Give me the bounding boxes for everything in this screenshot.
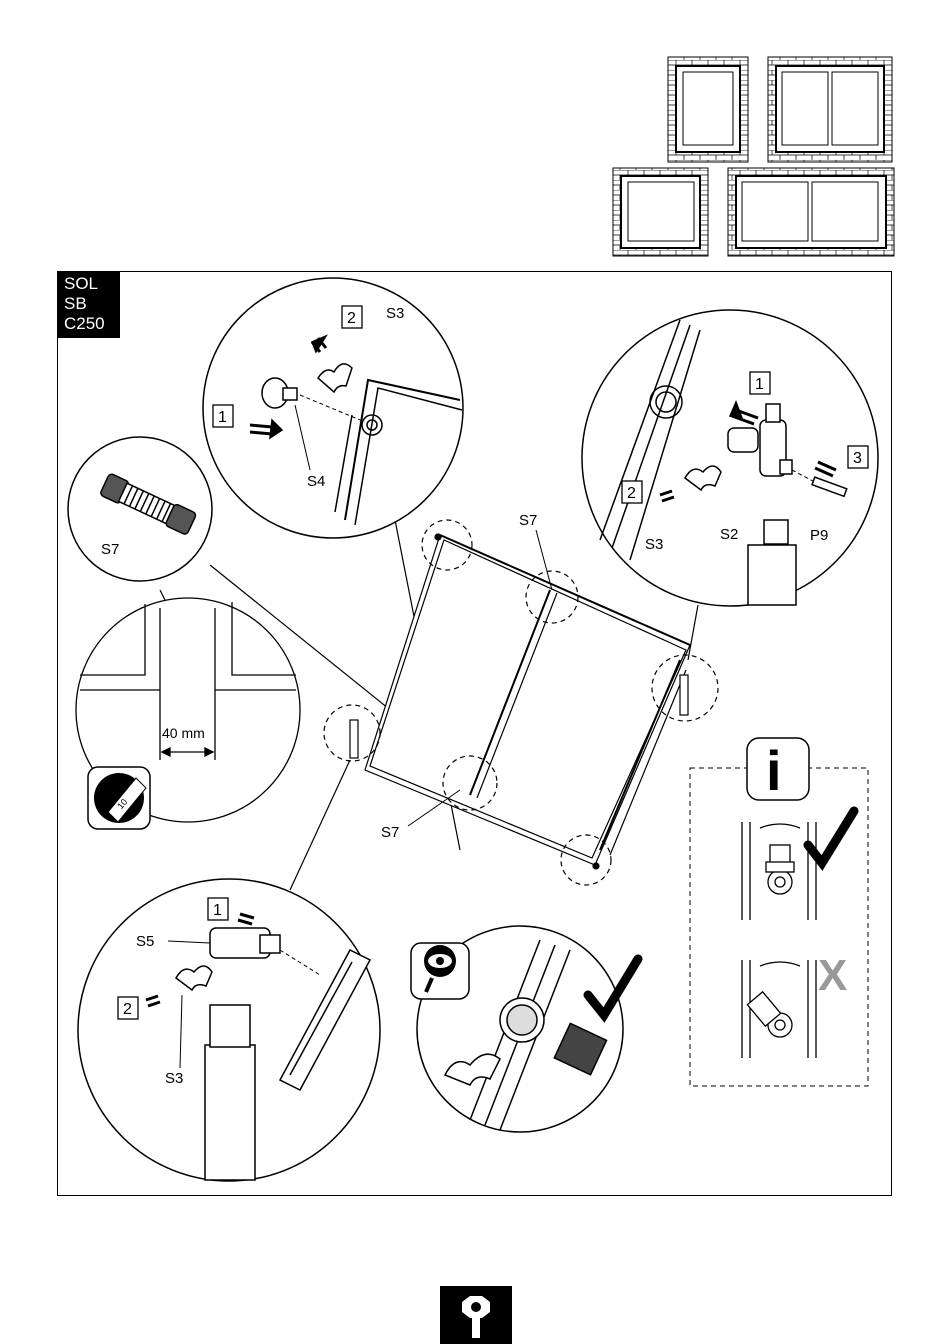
label-p9: P9 — [810, 527, 828, 544]
wrong-example — [742, 960, 816, 1058]
label-s5: S5 — [136, 933, 154, 950]
step-top-1: 1 — [218, 409, 227, 426]
correct-example — [742, 822, 818, 920]
ruler-icon: 10 — [88, 767, 150, 829]
detail-circle-s5 — [78, 879, 380, 1181]
label-s7-coupler: S7 — [101, 541, 119, 558]
collector-field — [350, 534, 690, 869]
step-right-3: 3 — [853, 450, 862, 467]
layout-2-landscape — [728, 168, 894, 256]
detail-circle-s4 — [203, 278, 463, 538]
label-s2: S2 — [720, 526, 738, 543]
label-s3-top: S3 — [386, 305, 404, 322]
step-right-2: 2 — [627, 485, 636, 502]
step-bottom-1: 1 — [213, 902, 222, 919]
label-s7-top: S7 — [519, 512, 537, 529]
info-icon: i — [747, 738, 809, 802]
info-glyph: i — [766, 739, 782, 802]
step-right-1: 1 — [755, 376, 764, 393]
wrench-icon — [440, 1286, 512, 1344]
inspect-eye-icon — [411, 943, 469, 999]
detail-circle-s7 — [68, 437, 212, 581]
label-spacing: 40 mm — [162, 725, 205, 741]
info-panel — [690, 768, 868, 1086]
step-bottom-2: 2 — [123, 1001, 132, 1018]
label-s3-right: S3 — [645, 536, 663, 553]
detail-circle-s2 — [582, 310, 878, 606]
label-s3-bottom: S3 — [165, 1070, 183, 1087]
step-top-2: 2 — [347, 310, 356, 327]
layout-2-portrait — [768, 57, 892, 162]
layout-1-portrait — [668, 57, 748, 162]
cross-icon: X — [818, 951, 847, 1000]
layout-1-landscape — [613, 168, 708, 256]
label-s4: S4 — [307, 473, 325, 490]
label-s7-bottom: S7 — [381, 824, 399, 841]
